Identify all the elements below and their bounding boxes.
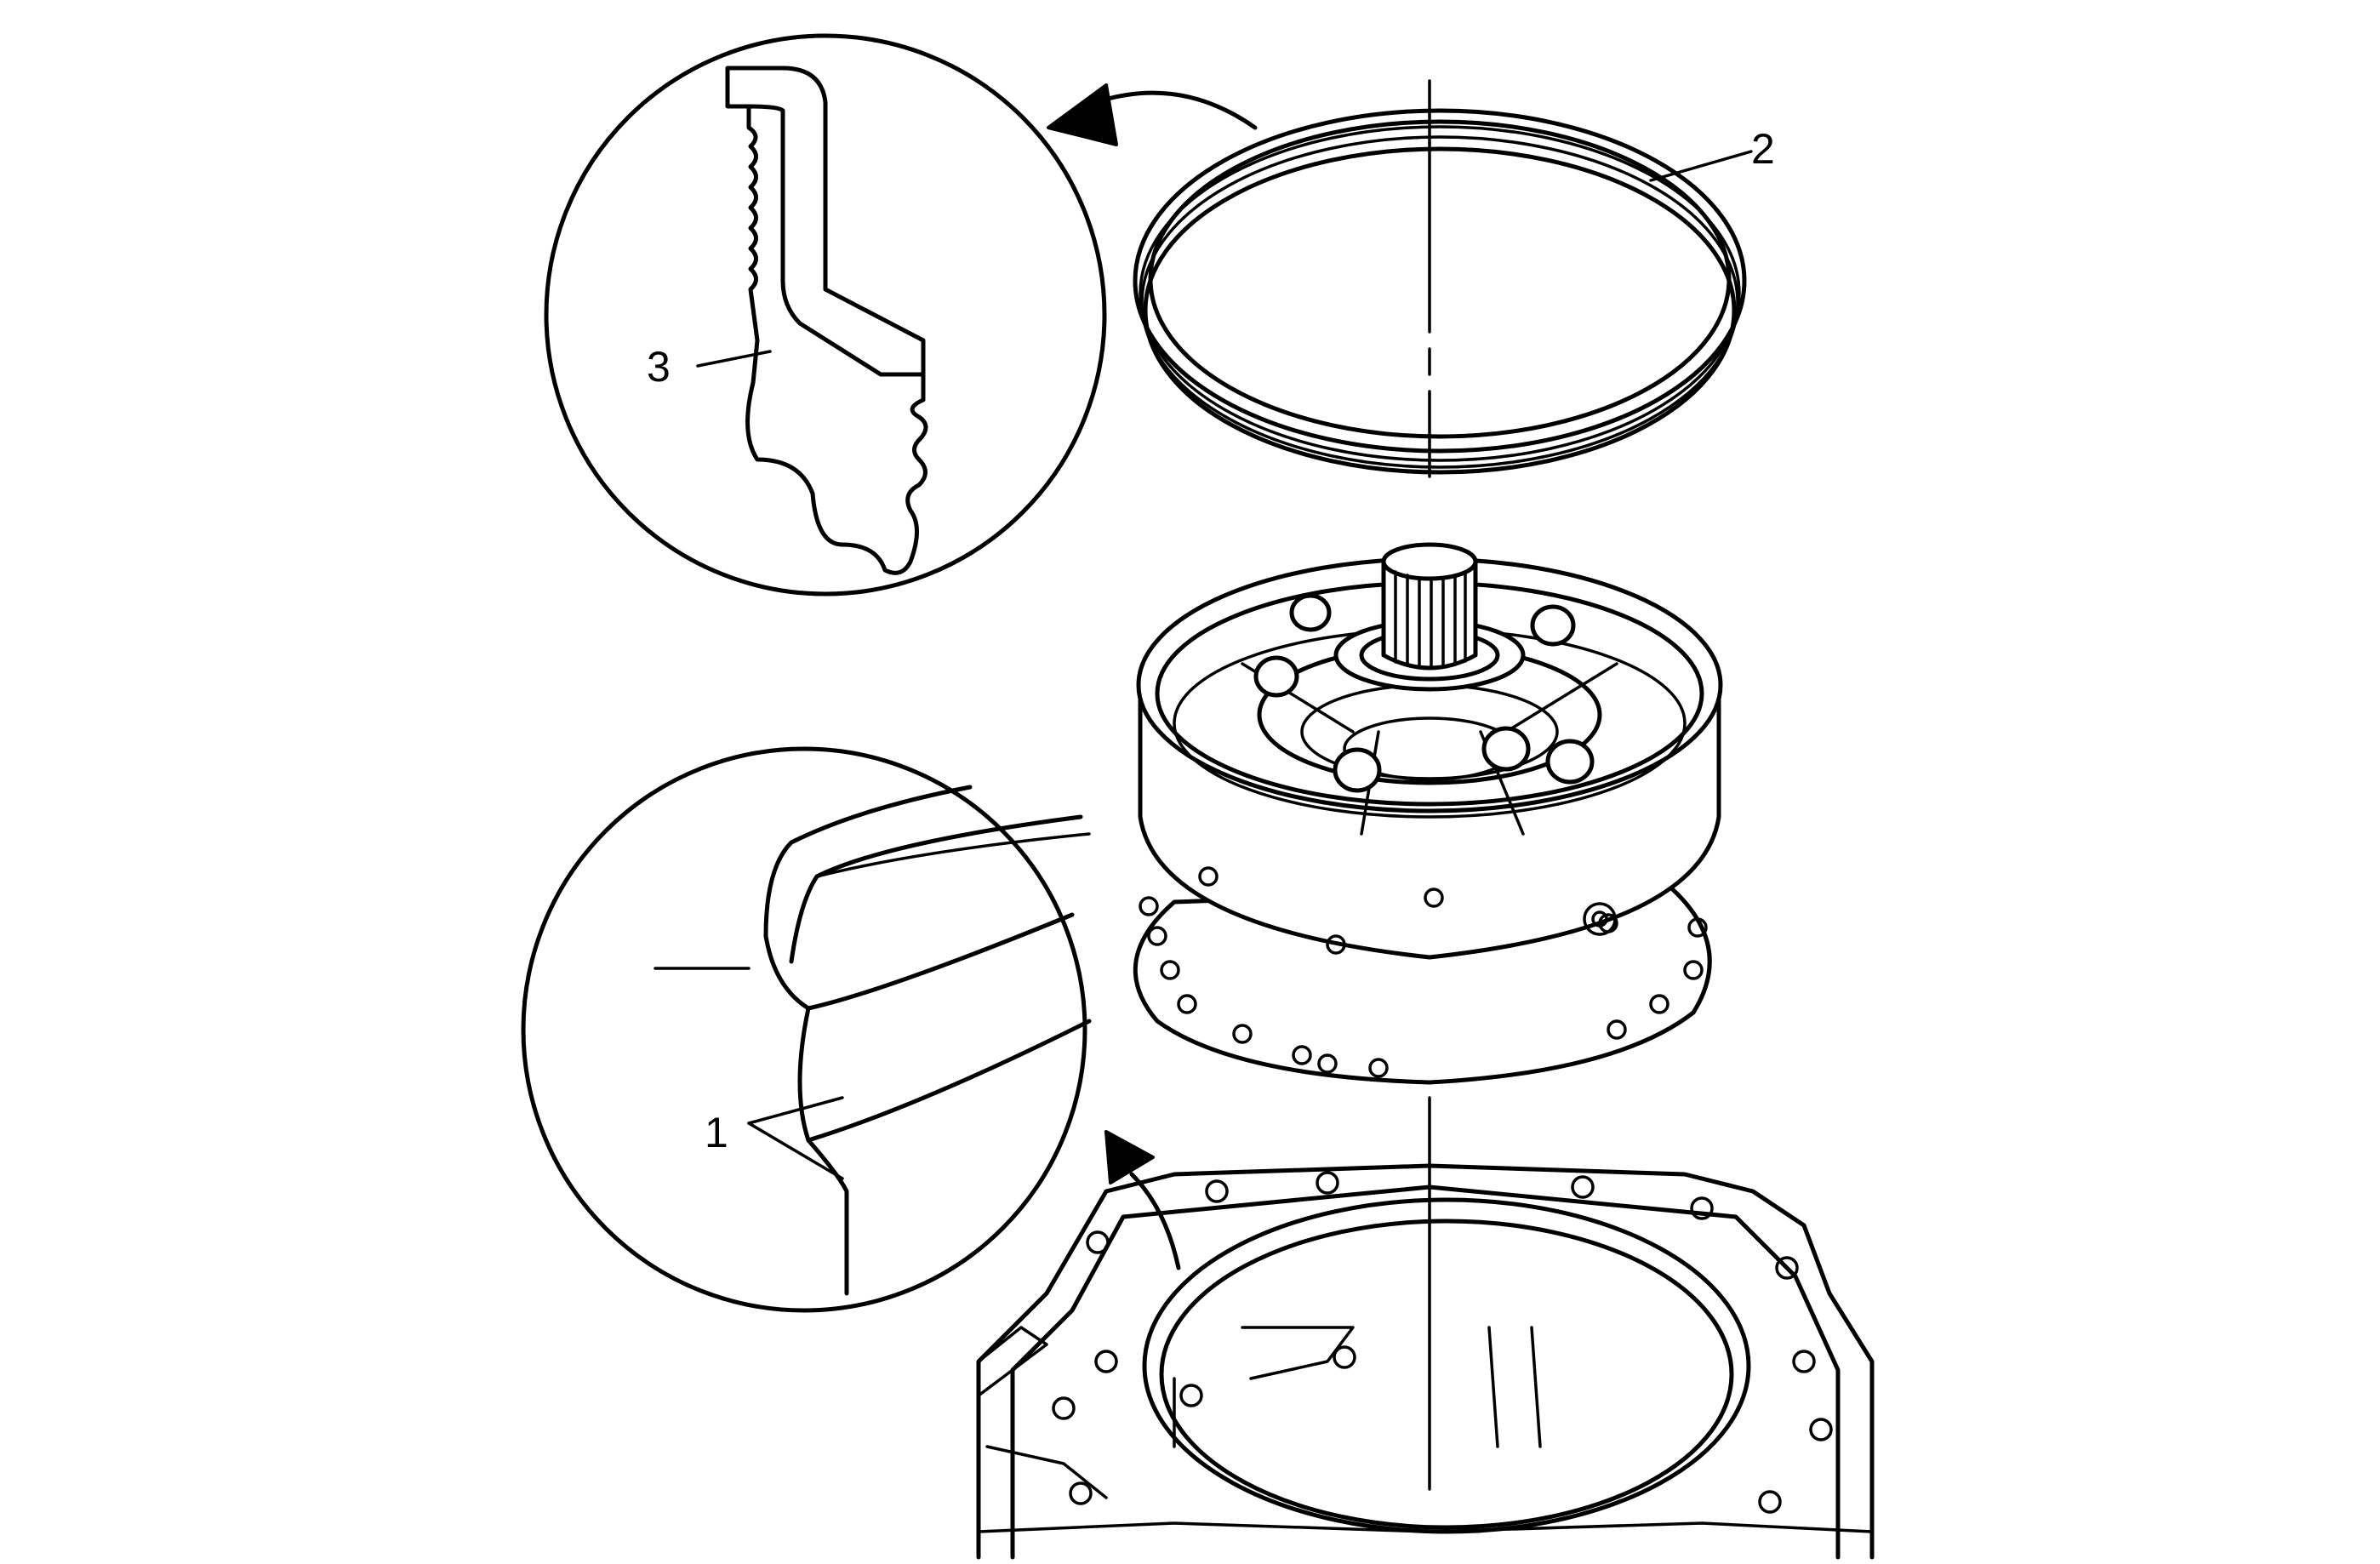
- seal-profile-detail: [544, 33, 1107, 596]
- arrow-to-lower-detail: [1104, 1130, 1181, 1270]
- transmission-case: [976, 1163, 1875, 1560]
- callout-2: 2: [1751, 125, 1775, 173]
- callout-1: 1: [705, 1109, 728, 1156]
- seal-lip-detail: [521, 746, 1092, 1313]
- arrow-to-upper-detail: [1047, 83, 1258, 146]
- pump-seal-ring: [1133, 108, 1753, 475]
- callout-3: 3: [647, 343, 671, 391]
- oil-pump-assembly: [1133, 542, 1723, 1085]
